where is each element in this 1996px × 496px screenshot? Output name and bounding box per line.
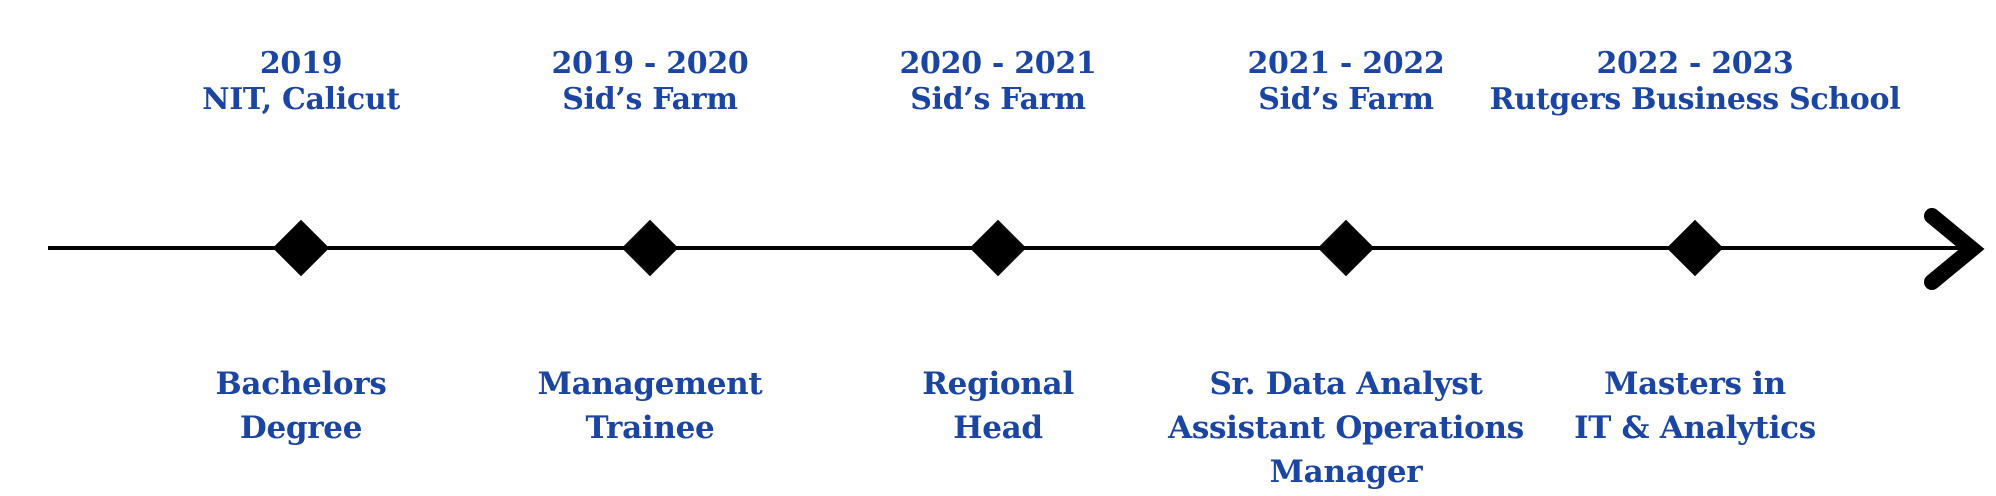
diamond-icon	[1317, 219, 1375, 277]
milestone-organization: NIT, Calicut	[202, 82, 400, 117]
milestone-role-line: Regional	[922, 366, 1074, 402]
milestone-header: 2022 - 2023 Rutgers Business School	[1485, 46, 1905, 118]
milestone-role: Masters in IT & Analytics	[1485, 362, 1905, 450]
diamond-icon	[272, 219, 330, 277]
milestone-role-line: Sr. Data Analyst	[1209, 366, 1483, 402]
diamond-icon	[621, 219, 679, 277]
milestone-period: 2019 - 2020	[551, 46, 749, 81]
milestone-organization: Sid’s Farm	[910, 82, 1086, 117]
milestone-period: 2020 - 2021	[899, 46, 1097, 81]
milestone-role: Management Trainee	[440, 362, 860, 450]
milestone-role: Bachelors Degree	[91, 362, 511, 450]
milestone-2019-2020: 2019 - 2020 Sid’s Farm Management Traine…	[440, 0, 860, 496]
milestone-header: 2019 - 2020 Sid’s Farm	[440, 46, 860, 118]
milestone-header: 2019 NIT, Calicut	[91, 46, 511, 118]
milestone-header: 2021 - 2022 Sid’s Farm	[1136, 46, 1556, 118]
milestone-role-line: Bachelors	[215, 366, 387, 402]
milestone-role-line: Masters in	[1604, 366, 1786, 402]
milestone-2022-2023: 2022 - 2023 Rutgers Business School Mast…	[1485, 0, 1905, 496]
milestone-role-line: Head	[953, 410, 1043, 446]
milestone-2020-2021: 2020 - 2021 Sid’s Farm Regional Head	[788, 0, 1208, 496]
milestone-period: 2019	[259, 46, 343, 81]
milestone-role: Regional Head	[788, 362, 1208, 450]
diamond-icon	[969, 219, 1027, 277]
milestone-role-line: IT & Analytics	[1574, 410, 1816, 446]
milestone-header: 2020 - 2021 Sid’s Farm	[788, 46, 1208, 118]
milestone-role-line: Management	[537, 366, 763, 402]
milestone-role-line: Degree	[239, 410, 363, 446]
milestone-organization: Sid’s Farm	[562, 82, 738, 117]
milestone-period: 2021 - 2022	[1247, 46, 1445, 81]
milestone-2019: 2019 NIT, Calicut Bachelors Degree	[91, 0, 511, 496]
milestone-organization: Sid’s Farm	[1258, 82, 1434, 117]
milestone-period: 2022 - 2023	[1596, 46, 1794, 81]
arrow-right-icon	[1924, 208, 1985, 290]
milestone-role-line: Manager	[1269, 454, 1423, 490]
milestone-organization: Rutgers Business School	[1489, 82, 1901, 117]
milestone-role-line: Trainee	[585, 410, 715, 446]
diamond-icon	[1666, 219, 1724, 277]
milestone-2021-2022: 2021 - 2022 Sid’s Farm Sr. Data Analyst …	[1136, 0, 1556, 496]
milestone-role: Sr. Data Analyst Assistant Operations Ma…	[1136, 362, 1556, 494]
milestone-role-line: Assistant Operations	[1168, 410, 1524, 446]
